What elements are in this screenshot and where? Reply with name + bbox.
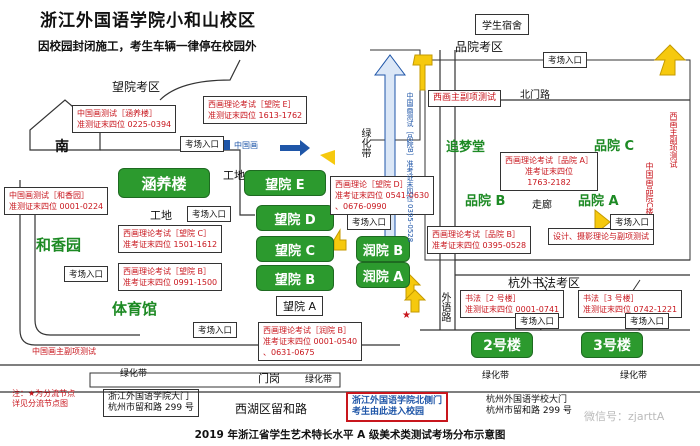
green-belt-label: 绿化带	[620, 371, 648, 381]
exam-entrance[interactable]: 考场入口	[515, 313, 560, 329]
label-guohua: 中国画	[234, 141, 258, 150]
exam-entrance[interactable]: 考场入口	[347, 214, 392, 230]
building-lou2[interactable]: 2号楼	[471, 332, 533, 358]
south-label: 南	[55, 139, 69, 155]
note-guohua-zhuxiang: 中国画主副项测试	[32, 347, 96, 356]
building-wangyuan-e[interactable]: 望院 E	[244, 170, 326, 196]
area-label-pinyuan: 品院考区	[455, 40, 504, 54]
road-label-xihu: 西湖区留和路	[235, 402, 308, 416]
corridor-label: 走廊	[532, 200, 552, 211]
road-label-wai: 外语路	[439, 292, 450, 322]
exam-entrance[interactable]: 考场入口	[610, 214, 655, 230]
watermark: 微信号：zjarttA	[584, 410, 665, 423]
exam-entrance[interactable]: 考场入口	[543, 52, 588, 68]
gate-info-left: 浙江外国语学院大门杭州市留和路 299 号	[103, 389, 199, 417]
note-xihua-e: 西画理论考试［望院 E］准测证末四位 1613-1762	[203, 96, 308, 124]
building-hanyang[interactable]: 涵养楼	[118, 168, 210, 198]
road-outline	[100, 149, 255, 216]
north-gate-notice[interactable]: 浙江外国语学院北侧门考生由此进入校园	[346, 392, 449, 422]
building-wangyuan-a[interactable]: 望院 A	[276, 296, 324, 316]
exam-entrance[interactable]: 考场入口	[625, 313, 670, 329]
exam-entrance[interactable]: 考场入口	[64, 266, 109, 282]
yellow-arrow	[653, 44, 687, 76]
notice-parking: 因校园封闭施工，考生车辆一律停在校园外	[38, 39, 257, 53]
note-guohua-hanyang: 中国画测试［涵养楼］准测证末四位 0225-0394	[72, 105, 177, 133]
area-label-hangwai: 杭外书法考区	[508, 276, 581, 290]
map-title: 浙江外国语学院小和山校区	[40, 11, 256, 31]
building-runyuan-a[interactable]: 润院 A	[356, 262, 410, 288]
note-xihua-runyuan-b: 西画理论考试［润院 B］准考证末四位 0001-0540、0631-0675	[258, 322, 363, 361]
note-guohua-hexiang: 中国画测试［和香园］准测证末四位 0001-0224	[4, 187, 109, 215]
green-belt-label: 绿化带	[305, 375, 333, 385]
note-xihua-zhuxiang-right: 西画主副项测试	[669, 112, 678, 168]
yellow-arrow	[412, 54, 433, 91]
gate-hut-label: 门岗	[258, 372, 280, 385]
yellow-arrow	[403, 289, 427, 313]
note-xihua-b: 西画理论考试［望院 B］准考证末四位 0991-1500	[118, 263, 223, 291]
exam-entrance[interactable]: 考场入口	[180, 136, 225, 152]
building-zhuimeng[interactable]: 追梦堂	[446, 140, 486, 155]
road-outline	[34, 195, 140, 336]
exam-entrance[interactable]: 考场入口	[193, 322, 238, 338]
road-outline	[159, 59, 241, 101]
building-pinyuan-c[interactable]: 品院 C	[594, 139, 635, 154]
building-wangyuan-b[interactable]: 望院 B	[256, 265, 334, 291]
area-label-dorm: 学生宿舍	[475, 14, 529, 35]
gate-info-right: 杭州外国语学校大门杭州市留和路 299 号	[486, 395, 572, 416]
south-arrow	[29, 99, 101, 151]
note-xihua-pinyuan-b: 西画理论考试［品院 B］准考证末四位 0395-0528	[427, 226, 532, 254]
work-site-label: 工地	[223, 169, 245, 182]
building-hexiang[interactable]: 和香园	[36, 236, 82, 254]
building-runyuan-b[interactable]: 润院 B	[356, 236, 410, 262]
work-site-label: 工地	[150, 209, 172, 222]
green-belt-frame	[89, 372, 341, 388]
green-belt-label: 绿化带	[120, 369, 148, 379]
note-xihua-c: 西画理论考试［望院 C］准考证末四位 1501-1612	[118, 225, 223, 253]
yellow-arrow	[320, 150, 335, 165]
yellow-arrow	[333, 228, 347, 251]
building-wangyuan-c[interactable]: 望院 C	[256, 236, 334, 262]
blue-arrow	[280, 140, 310, 156]
area-label-wangyuan: 望院考区	[112, 80, 161, 94]
note-guohua-pinyuan-c: 中国画品院C楼	[645, 162, 654, 216]
note-guohua-pinyuan-b-vertical: 中国画测试［品院B］准考证末四位 0395-0528	[406, 92, 414, 243]
note-xihua-d: 西画理论［望院 D］准考证末四位 0541-0630、0676-0990	[330, 176, 435, 215]
legend-note: 注：★为分流节点详见分流节点图	[12, 389, 76, 408]
note-design: 设计、摄影理论与副项测试	[548, 228, 654, 245]
footer-caption: 2019 年浙江省学生艺术特长水平 A 级美术类测试考场分布示意图	[194, 429, 506, 441]
green-belt-label: 绿化带	[482, 371, 510, 381]
building-lou3[interactable]: 3号楼	[581, 332, 643, 358]
building-wangyuan-d[interactable]: 望院 D	[256, 205, 334, 231]
exam-entrance[interactable]: 考场入口	[187, 206, 232, 222]
note-xihua-zhuxiang: 西画主副项测试	[428, 90, 502, 107]
building-pinyuan-b[interactable]: 品院 B	[465, 194, 506, 209]
road-outline	[19, 180, 400, 346]
road-label-north-gate: 北门路	[520, 90, 550, 101]
building-pinyuan-a[interactable]: 品院 A	[578, 194, 619, 209]
green-belt-vertical: 绿化带	[359, 128, 370, 158]
red-star: ★	[402, 310, 411, 321]
building-tiyuguan[interactable]: 体育馆	[112, 300, 158, 318]
